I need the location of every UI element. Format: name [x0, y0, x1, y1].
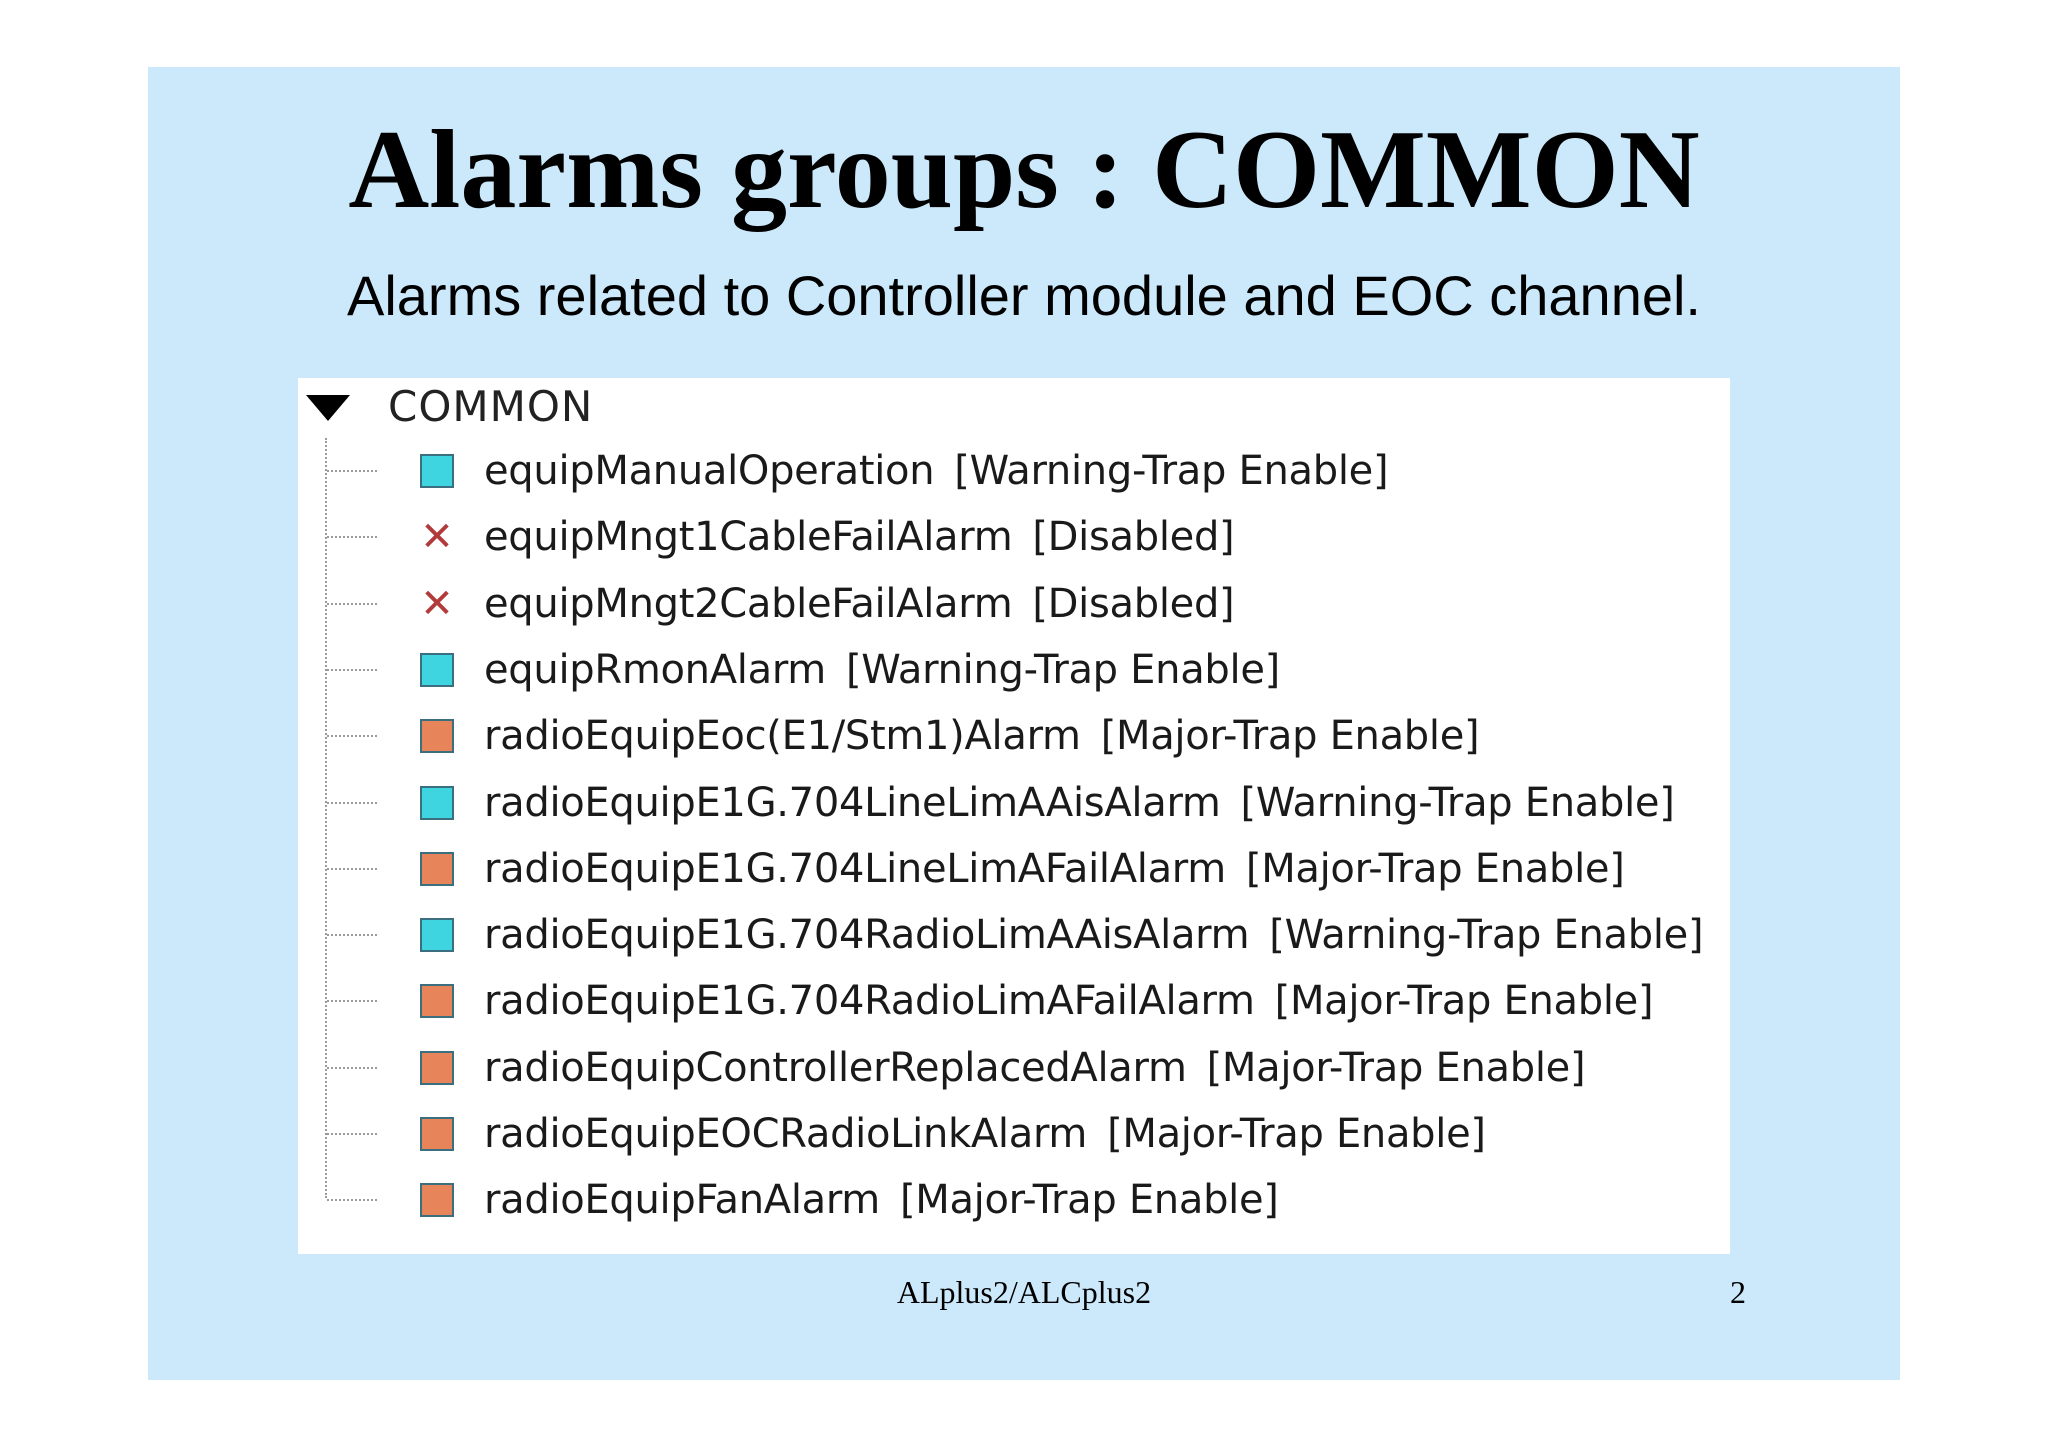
warning-square-icon	[420, 454, 454, 488]
alarm-name: radioEquipControllerReplacedAlarm	[484, 1044, 1187, 1091]
major-square-icon	[420, 719, 454, 754]
tree-branch-line	[327, 934, 377, 937]
tree-item[interactable]: radioEquipE1G.704LineLimAAisAlarm [Warnin…	[298, 770, 1730, 836]
tree-branch-line	[327, 602, 377, 605]
alarm-name: equipManualOperation	[484, 448, 935, 494]
footer-text: ALplus2/ALCplus2	[896, 1274, 1152, 1310]
tree-item-label: radioEquipControllerReplacedAlarm [Major-…	[484, 1035, 1586, 1101]
major-square-icon	[420, 851, 454, 886]
alarm-state: [Major-Trap Enable]	[1107, 1111, 1486, 1157]
tree-item[interactable]: radioEquipEOCRadioLinkAlarm [Major-Trap E…	[298, 1101, 1730, 1167]
disabled-x-icon: ✕	[420, 580, 454, 627]
tree-branch-line	[327, 1133, 377, 1135]
tree-item[interactable]: radioEquipEoc(E1/Stm1)Alarm [Major-Trap E…	[298, 703, 1730, 769]
tree-item[interactable]: radioEquipE1G.704RadioLimAAisAlarm [Warni…	[298, 902, 1730, 968]
tree-branch-line	[327, 668, 377, 671]
slide-subtitle: Alarms related to Controller module and …	[346, 264, 1701, 327]
expanded-triangle-icon[interactable]	[306, 395, 350, 421]
tree-item[interactable]: radioEquipE1G.704RadioLimAFailAlarm [Majo…	[298, 968, 1730, 1034]
tree-item[interactable]: ✕ equipMngt1CableFailAlarm [Disabled]	[298, 504, 1730, 570]
slide-title: Alarms groups : COMMON	[348, 108, 1700, 232]
alarm-name: radioEquipE1G.704RadioLimAFailAlarm	[484, 978, 1255, 1025]
tree-branch-line	[327, 1199, 377, 1202]
tree-branch-line	[327, 867, 377, 870]
warning-square-icon	[420, 918, 454, 953]
tree-item-label: equipManualOperation [Warning-Trap Enable…	[484, 438, 1389, 504]
tree-branch-line	[327, 1000, 377, 1003]
tree-item-label: radioEquipEOCRadioLinkAlarm [Major-Trap E…	[484, 1101, 1486, 1167]
alarm-name: equipMngt2CableFailAlarm	[484, 580, 1013, 627]
alarm-state: [Disabled]	[1032, 580, 1235, 627]
tree-branch-line	[327, 801, 377, 804]
alarm-state: [Warning-Trap Enable]	[954, 448, 1389, 494]
alarm-state: [Warning-Trap Enable]	[845, 646, 1280, 693]
tree-item-label: equipMngt1CableFailAlarm [Disabled]	[484, 504, 1235, 570]
alarm-tree-panel: COMMON equipManualOperation [Warning-Trap…	[298, 378, 1730, 1254]
alarm-state: [Major-Trap Enable]	[1100, 713, 1480, 760]
tree-branch-line	[327, 1066, 377, 1069]
tree-root-common[interactable]: COMMON	[298, 378, 1730, 436]
tree-item-label: radioEquipE1G.704RadioLimAFailAlarm [Majo…	[484, 968, 1654, 1034]
tree-connector-line	[325, 438, 327, 1198]
major-square-icon	[420, 1117, 454, 1151]
warning-square-icon	[420, 785, 454, 820]
tree-item[interactable]: radioEquipE1G.704LineLimAFailAlarm [Major…	[298, 836, 1730, 902]
tree-item[interactable]: equipRmonAlarm [Warning-Trap Enable]	[298, 637, 1730, 703]
tree-item-label: radioEquipE1G.704RadioLimAAisAlarm [Warni…	[484, 902, 1704, 968]
disabled-x-icon: ✕	[420, 514, 454, 561]
alarm-name: equipRmonAlarm	[484, 646, 826, 693]
major-square-icon	[420, 1050, 454, 1085]
tree-item[interactable]: equipManualOperation [Warning-Trap Enable…	[298, 438, 1730, 504]
warning-square-icon	[420, 652, 454, 687]
alarm-name: radioEquipEoc(E1/Stm1)Alarm	[484, 713, 1081, 760]
tree-item-label: radioEquipE1G.704LineLimAAisAlarm [Warnin…	[484, 770, 1675, 836]
tree-root-label: COMMON	[388, 382, 594, 431]
alarm-state: [Major-Trap Enable]	[1274, 978, 1654, 1025]
alarm-name: radioEquipE1G.704LineLimAFailAlarm	[484, 845, 1226, 892]
tree-item-label: equipRmonAlarm [Warning-Trap Enable]	[484, 637, 1280, 703]
alarm-state: [Warning-Trap Enable]	[1240, 779, 1675, 826]
tree-item-label: equipMngt2CableFailAlarm [Disabled]	[484, 571, 1235, 637]
alarm-state: [Major-Trap Enable]	[899, 1177, 1279, 1224]
major-square-icon	[420, 1183, 454, 1218]
tree-item[interactable]: ✕ equipMngt2CableFailAlarm [Disabled]	[298, 571, 1730, 637]
tree-item-label: radioEquipE1G.704LineLimAFailAlarm [Major…	[484, 836, 1625, 902]
alarm-state: [Major-Trap Enable]	[1206, 1044, 1586, 1091]
tree-item-label: radioEquipFanAlarm [Major-Trap Enable]	[484, 1167, 1279, 1233]
alarm-name: radioEquipEOCRadioLinkAlarm	[484, 1111, 1088, 1157]
alarm-name: radioEquipE1G.704LineLimAAisAlarm	[484, 779, 1221, 826]
alarm-state: [Major-Trap Enable]	[1245, 845, 1625, 892]
page-number: 2	[1730, 1274, 1746, 1310]
tree-item-label: radioEquipEoc(E1/Stm1)Alarm [Major-Trap E…	[484, 703, 1480, 769]
tree-branch-line	[327, 470, 377, 472]
tree-branch-line	[327, 735, 377, 738]
alarm-state: [Warning-Trap Enable]	[1269, 912, 1704, 959]
alarm-state: [Disabled]	[1032, 514, 1235, 561]
tree-branch-line	[327, 536, 377, 539]
slide: Alarms groups : COMMON Alarms related to…	[148, 67, 1900, 1380]
alarm-name: equipMngt1CableFailAlarm	[484, 514, 1013, 561]
major-square-icon	[420, 984, 454, 1019]
alarm-name: radioEquipFanAlarm	[484, 1177, 880, 1224]
alarm-name: radioEquipE1G.704RadioLimAAisAlarm	[484, 912, 1250, 959]
tree-item[interactable]: radioEquipFanAlarm [Major-Trap Enable]	[298, 1167, 1730, 1233]
tree-item[interactable]: radioEquipControllerReplacedAlarm [Major-…	[298, 1035, 1730, 1101]
